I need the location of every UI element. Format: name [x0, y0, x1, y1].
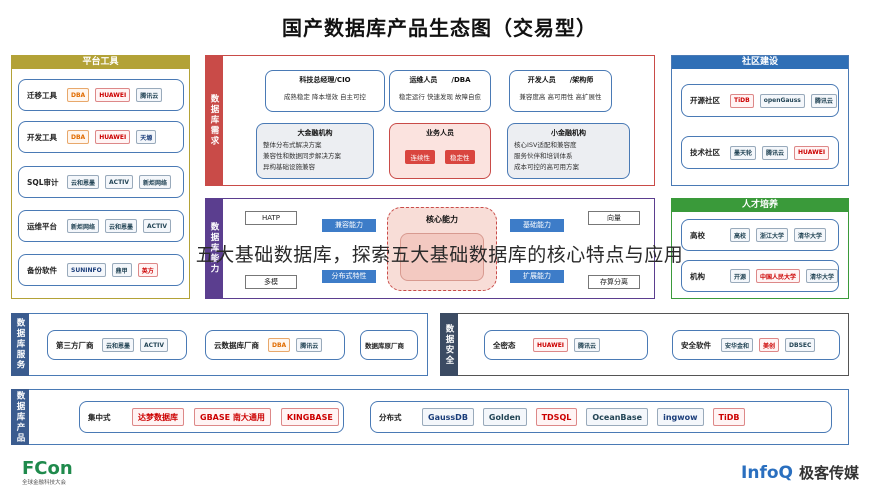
logo-yunhe-enmo: 云和恩墨: [67, 175, 100, 189]
security-side-label: 数据安全: [440, 313, 458, 376]
logo-dba: DBA: [67, 88, 90, 102]
security-full-encryption: 全密态 HUAWEI 腾讯云: [484, 330, 648, 360]
tag-continuity: 连续性: [405, 150, 435, 164]
logo-huawei: HUAWEI: [533, 338, 569, 352]
logo-zju: 浙江大学: [756, 228, 789, 242]
security-software: 安全软件 安华金和 美创 DBSEC: [672, 330, 840, 360]
cap-basic: 基础能力: [510, 219, 564, 232]
cap-extend: 扩展能力: [510, 270, 564, 283]
logo-xinju: 新炬网络: [67, 219, 100, 233]
logo-tidb: TiDB: [730, 93, 754, 108]
tool-row-ops: 运维平台 新炬网络 云和恩墨 ACTIV: [18, 210, 184, 242]
cap-storage-compute: 存算分离: [588, 275, 640, 289]
logo-oceanbase: OceanBase: [586, 408, 649, 426]
logo-suninfo: SUNINFO: [67, 263, 106, 277]
capability-side-label: 数据库能力: [205, 198, 223, 299]
logo-huawei: HUAWEI: [794, 145, 830, 160]
logo-tsinghua: 清华大学: [794, 228, 827, 242]
community-row-tech: 技术社区 墨天轮 腾讯云 HUAWEI: [681, 136, 839, 169]
overlay-caption: 五大基础数据库，探索五大基础数据库的核心特点与应用: [195, 244, 684, 266]
core-capability: 核心能力: [387, 207, 497, 291]
tag-stability: 稳定性: [445, 150, 475, 164]
cap-multimodel: 多模: [245, 275, 297, 289]
demand-side-label: 数据库需求: [205, 55, 223, 186]
logo-tencent-cloud: 腾讯云: [136, 88, 163, 102]
products-side-label: 数据库产品: [11, 389, 29, 445]
talent-row-institution: 机构 开源 中国人民大学 清华大学: [681, 260, 839, 292]
logo-dba: DBA: [67, 130, 90, 144]
logo-dingjia: 鼎甲: [111, 263, 132, 277]
service-db-vendor: 数据库原厂商: [360, 330, 418, 360]
logo-dameng: 达梦数据库: [132, 408, 184, 426]
infoq-logo: InfoQ 极客传媒: [741, 462, 859, 483]
logo-dbsec: DBSEC: [785, 338, 816, 352]
service-third-party: 第三方厂商 云和恩墨 ACTIV: [47, 330, 187, 360]
tool-row-backup: 备份软件 SUNINFO 鼎甲 英方: [18, 254, 184, 286]
role-cio: 科技总经理/CIO 成熟稳定 降本增效 自主可控: [265, 70, 385, 112]
service-cloud-db: 云数据库厂商 DBA 腾讯云: [205, 330, 345, 360]
big-finance-card: 大金融机构 整体分布式解决方案 兼容性和数据同步解决方案 异构基础设施兼容: [256, 123, 374, 179]
logo-opensource: 开源: [730, 269, 751, 283]
logo-tencent-cloud: 腾讯云: [762, 145, 789, 160]
logo-meichuang: 美创: [759, 338, 780, 352]
logo-golden: Golden: [482, 408, 527, 426]
talent-row-university: 高校 高校 浙江大学 清华大学: [681, 219, 839, 251]
business-card: 业务人员 连续性 稳定性: [389, 123, 491, 179]
products-centralized: 集中式 达梦数据库 GBASE 南大通用 KINGBASE: [79, 401, 344, 433]
logo-tencent-cloud: 腾讯云: [810, 93, 837, 108]
role-dba: 运维人员 /DBA 稳定运行 快速发现 故障自愈: [389, 70, 491, 112]
community-row-opensource: 开源社区 TiDB openGauss 腾讯云: [681, 84, 839, 117]
logo-university: 高校: [730, 228, 751, 242]
tool-row-dev: 开发工具 DBA HUAWEI 天塬: [18, 121, 184, 153]
logo-yunhe-enmo: 云和恩墨: [105, 219, 138, 233]
logo-yingfang: 英方: [137, 263, 158, 277]
page-title: 国产数据库产品生态图（交易型）: [282, 16, 597, 40]
fcon-logo: FCon 全球金融科技大会: [22, 458, 73, 487]
products-distributed: 分布式 GaussDB Golden TDSQL OceanBase ingwo…: [370, 401, 832, 433]
services-side-label: 数据库服务: [11, 313, 29, 376]
logo-tencent-cloud: 腾讯云: [574, 338, 601, 352]
logo-tidb: TiDB: [712, 408, 746, 426]
logo-huawei: HUAWEI: [95, 130, 131, 144]
logo-kingbase: KINGBASE: [280, 408, 339, 426]
community-header: 社区建设: [672, 56, 848, 69]
cap-hatp: HATP: [245, 211, 297, 225]
logo-gbase: GBASE 南大通用: [194, 408, 271, 426]
logo-activ: ACTIV: [140, 338, 169, 352]
logo-opengauss: openGauss: [759, 93, 805, 108]
role-dev: 开发人员 /架构师 兼容度高 高可用性 高扩展性: [509, 70, 612, 112]
cap-compat: 兼容能力: [322, 219, 376, 232]
tool-row-migration: 迁移工具 DBA HUAWEI 腾讯云: [18, 79, 184, 111]
logo-yunhe-enmo: 云和恩墨: [102, 338, 135, 352]
logo-motianlun: 墨天轮: [730, 145, 757, 160]
platform-tools-header: 平台工具: [12, 56, 189, 69]
talent-header: 人才培养: [672, 199, 848, 212]
logo-xinju: 新炬网络: [139, 175, 172, 189]
tool-row-sql-audit: SQL审计 云和恩墨 ACTIV 新炬网络: [18, 166, 184, 198]
small-finance-card: 小金融机构 核心ISV适配和兼容度 服务伙伴和培训体系 成本可控的高可用方案: [507, 123, 630, 179]
logo-dba: DBA: [268, 338, 291, 352]
logo-activ: ACTIV: [105, 175, 134, 189]
cap-distributed: 分布式特性: [322, 270, 376, 283]
logo-tencent-cloud: 腾讯云: [296, 338, 323, 352]
logo-tsinghua: 清华大学: [806, 269, 839, 283]
logo-ruc: 中国人民大学: [756, 269, 801, 283]
logo-tianyuan: 天塬: [136, 130, 157, 144]
logo-ingwow: ingwow: [657, 408, 704, 426]
logo-anhua: 安华金和: [721, 338, 754, 352]
logo-tdsql: TDSQL: [535, 408, 578, 426]
cap-vector: 向量: [588, 211, 640, 225]
logo-huawei: HUAWEI: [95, 88, 131, 102]
logo-gaussdb: GaussDB: [422, 408, 474, 426]
logo-activ: ACTIV: [143, 219, 172, 233]
